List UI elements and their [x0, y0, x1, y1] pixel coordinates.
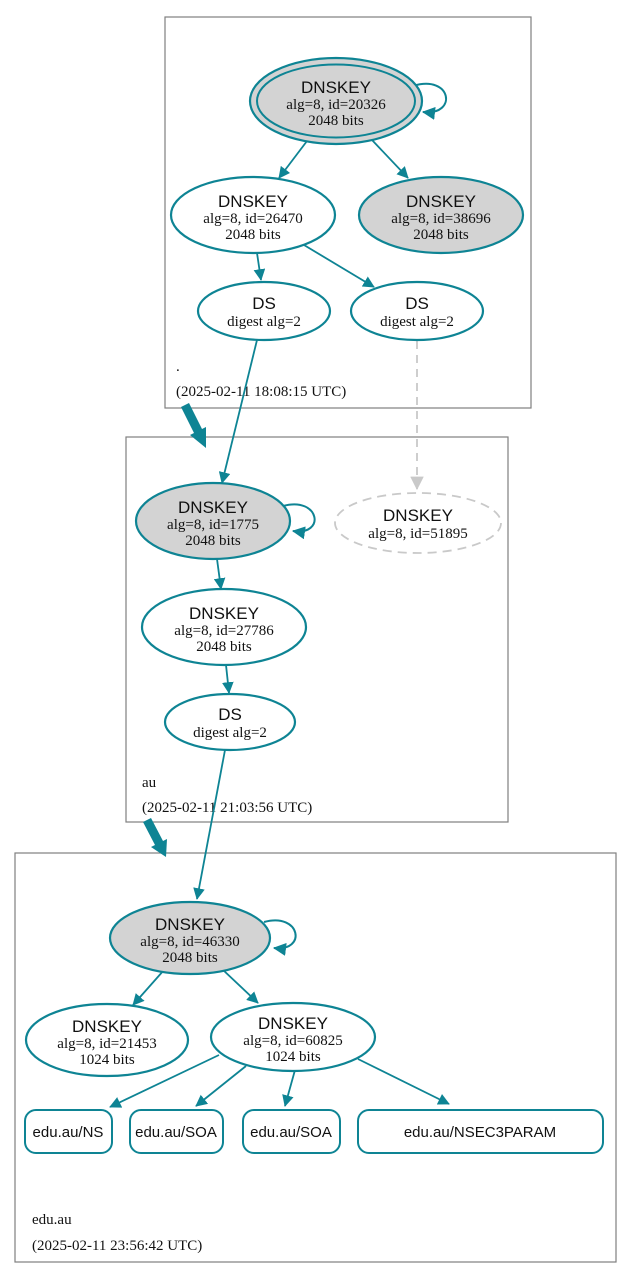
edge-au-ksk-selfsign — [282, 503, 316, 540]
root-ds1-ellipse — [196, 280, 332, 342]
root-zsk-bits: 2048 bits — [225, 227, 281, 243]
edge-root-ksk-to-zsk — [278, 140, 308, 179]
root-ds2-title: DS — [405, 294, 429, 313]
edge-edu-au-ksk-to-zsk2 — [221, 968, 259, 1004]
edu-au-zsk1-bits: 1024 bits — [79, 1052, 135, 1068]
edge-edu-au-zsk2-to-soa2 — [282, 1069, 296, 1107]
edu-au-record-soa1-box — [129, 1109, 224, 1154]
edge-edu-au-ksk-selfsign — [263, 919, 297, 956]
au-ds-title: DS — [218, 705, 242, 724]
root-ksk-ellipse-inner — [256, 63, 416, 139]
edu-au-record-nsec3param-label: edu.au/NSEC3PARAM — [404, 1124, 556, 1141]
edu-au-ksk-title: DNSKEY — [155, 915, 225, 934]
au-zsk-title: DNSKEY — [189, 604, 259, 623]
root-ksk2-ellipse — [357, 175, 525, 255]
au-edges — [213, 503, 316, 694]
root-zsk-ellipse — [169, 175, 337, 255]
au-ds-detail: digest alg=2 — [193, 725, 267, 741]
au-ksk-node: DNSKEY alg=8, id=1775 2048 bits — [134, 481, 292, 561]
edu-au-zsk1-node: DNSKEY alg=8, id=21453 1024 bits — [24, 1002, 190, 1078]
edge-edu-au-zsk2-to-nsec3param — [357, 1058, 450, 1105]
edge-root-ksk-to-ksk2 — [371, 139, 409, 179]
edu-au-ksk-node: DNSKEY alg=8, id=46330 2048 bits — [108, 900, 272, 976]
edu-au-record-soa1: edu.au/SOA — [129, 1109, 224, 1154]
au-zsk-ellipse — [140, 587, 308, 667]
edge-root-ksk-selfsign — [412, 82, 448, 120]
au-missing-dnskey-ellipse — [334, 492, 502, 554]
zone-edu-au-timestamp: (2025-02-11 23:56:42 UTC) — [32, 1238, 202, 1254]
root-ksk2-detail: alg=8, id=38696 — [391, 211, 491, 227]
root-edges — [253, 82, 448, 288]
au-missing-dnskey-detail: alg=8, id=51895 — [368, 526, 467, 542]
root-ksk-detail: alg=8, id=20326 — [286, 97, 386, 113]
edu-au-record-soa2: edu.au/SOA — [242, 1109, 341, 1154]
au-ds-node: DS digest alg=2 — [163, 692, 297, 752]
au-missing-dnskey-node: DNSKEY alg=8, id=51895 — [334, 492, 502, 554]
edu-au-record-nsec3param-box — [357, 1109, 604, 1154]
edu-au-ksk-bits: 2048 bits — [162, 950, 218, 966]
root-ksk-title: DNSKEY — [301, 78, 371, 97]
edu-au-zsk2-bits: 1024 bits — [265, 1049, 321, 1065]
edu-au-edges — [109, 919, 450, 1108]
root-ksk2-title: DNSKEY — [406, 192, 476, 211]
edu-au-zsk1-title: DNSKEY — [72, 1017, 142, 1036]
root-ds1-title: DS — [252, 294, 276, 313]
au-ksk-ellipse — [134, 481, 292, 561]
edu-au-record-soa1-label: edu.au/SOA — [135, 1124, 217, 1141]
root-ksk-bits: 2048 bits — [308, 113, 364, 129]
au-zsk-bits: 2048 bits — [196, 639, 252, 655]
edu-au-ksk-ellipse — [108, 900, 272, 976]
zone-root-timestamp: (2025-02-11 18:08:15 UTC) — [176, 384, 346, 400]
au-zsk-node: DNSKEY alg=8, id=27786 2048 bits — [140, 587, 308, 667]
root-ds1-detail: digest alg=2 — [227, 314, 301, 330]
zone-au-label: au — [142, 775, 157, 791]
root-ds2-ellipse — [349, 280, 485, 342]
edge-au-ksk-to-zsk — [213, 558, 226, 590]
edu-au-ksk-detail: alg=8, id=46330 — [140, 934, 239, 950]
au-ds-ellipse — [163, 692, 297, 752]
root-ds1-node: DS digest alg=2 — [196, 280, 332, 342]
edu-au-zsk2-detail: alg=8, id=60825 — [243, 1033, 342, 1049]
edu-au-record-soa2-box — [242, 1109, 341, 1154]
edu-au-record-nsec3param: edu.au/NSEC3PARAM — [357, 1109, 604, 1154]
au-ksk-detail: alg=8, id=1775 — [167, 517, 259, 533]
root-ksk-node: DNSKEY alg=8, id=20326 2048 bits — [248, 56, 424, 146]
edge-root-zsk-to-ds2 — [303, 244, 375, 288]
delegation-arrow-au-to-edu-au — [143, 818, 167, 857]
zone-root-label: . — [176, 359, 180, 375]
au-zsk-detail: alg=8, id=27786 — [174, 623, 274, 639]
root-zsk-title: DNSKEY — [218, 192, 288, 211]
edge-edu-au-ksk-to-zsk1 — [132, 969, 165, 1006]
edu-au-record-ns: edu.au/NS — [24, 1109, 113, 1154]
root-zsk-node: DNSKEY alg=8, id=26470 2048 bits — [169, 175, 337, 255]
au-missing-dnskey-title: DNSKEY — [383, 506, 453, 525]
edu-au-record-ns-label: edu.au/NS — [33, 1124, 104, 1141]
edge-au-ds-to-edu-au-ksk — [193, 749, 226, 900]
root-ksk2-bits: 2048 bits — [413, 227, 469, 243]
edu-au-zsk2-node: DNSKEY alg=8, id=60825 1024 bits — [209, 1001, 377, 1073]
edge-au-zsk-to-ds — [222, 664, 234, 694]
edu-au-record-soa2-label: edu.au/SOA — [250, 1124, 332, 1141]
zone-au-timestamp: (2025-02-11 21:03:56 UTC) — [142, 800, 312, 816]
delegation-arrow-root-to-au — [181, 403, 206, 448]
edge-edu-au-zsk2-to-ns — [109, 1054, 220, 1108]
root-ksk2-node: DNSKEY alg=8, id=38696 2048 bits — [357, 175, 525, 255]
edu-au-zsk2-title: DNSKEY — [258, 1014, 328, 1033]
edge-root-ds-to-au-ksk — [218, 339, 258, 484]
au-ksk-title: DNSKEY — [178, 498, 248, 517]
root-ds2-node: DS digest alg=2 — [349, 280, 485, 342]
root-ds2-detail: digest alg=2 — [380, 314, 454, 330]
root-zsk-detail: alg=8, id=26470 — [203, 211, 302, 227]
edu-au-zsk1-detail: alg=8, id=21453 — [57, 1036, 156, 1052]
zone-edu-au-label: edu.au — [32, 1212, 72, 1228]
edu-au-zsk2-ellipse — [209, 1001, 377, 1073]
edge-edu-au-zsk2-to-soa1 — [195, 1065, 247, 1107]
edu-au-zsk1-ellipse — [24, 1002, 190, 1078]
edge-root-zsk-to-ds1 — [253, 252, 266, 281]
root-ksk-ellipse-outer — [248, 56, 424, 146]
au-ksk-bits: 2048 bits — [185, 533, 241, 549]
edu-au-record-ns-box — [24, 1109, 113, 1154]
